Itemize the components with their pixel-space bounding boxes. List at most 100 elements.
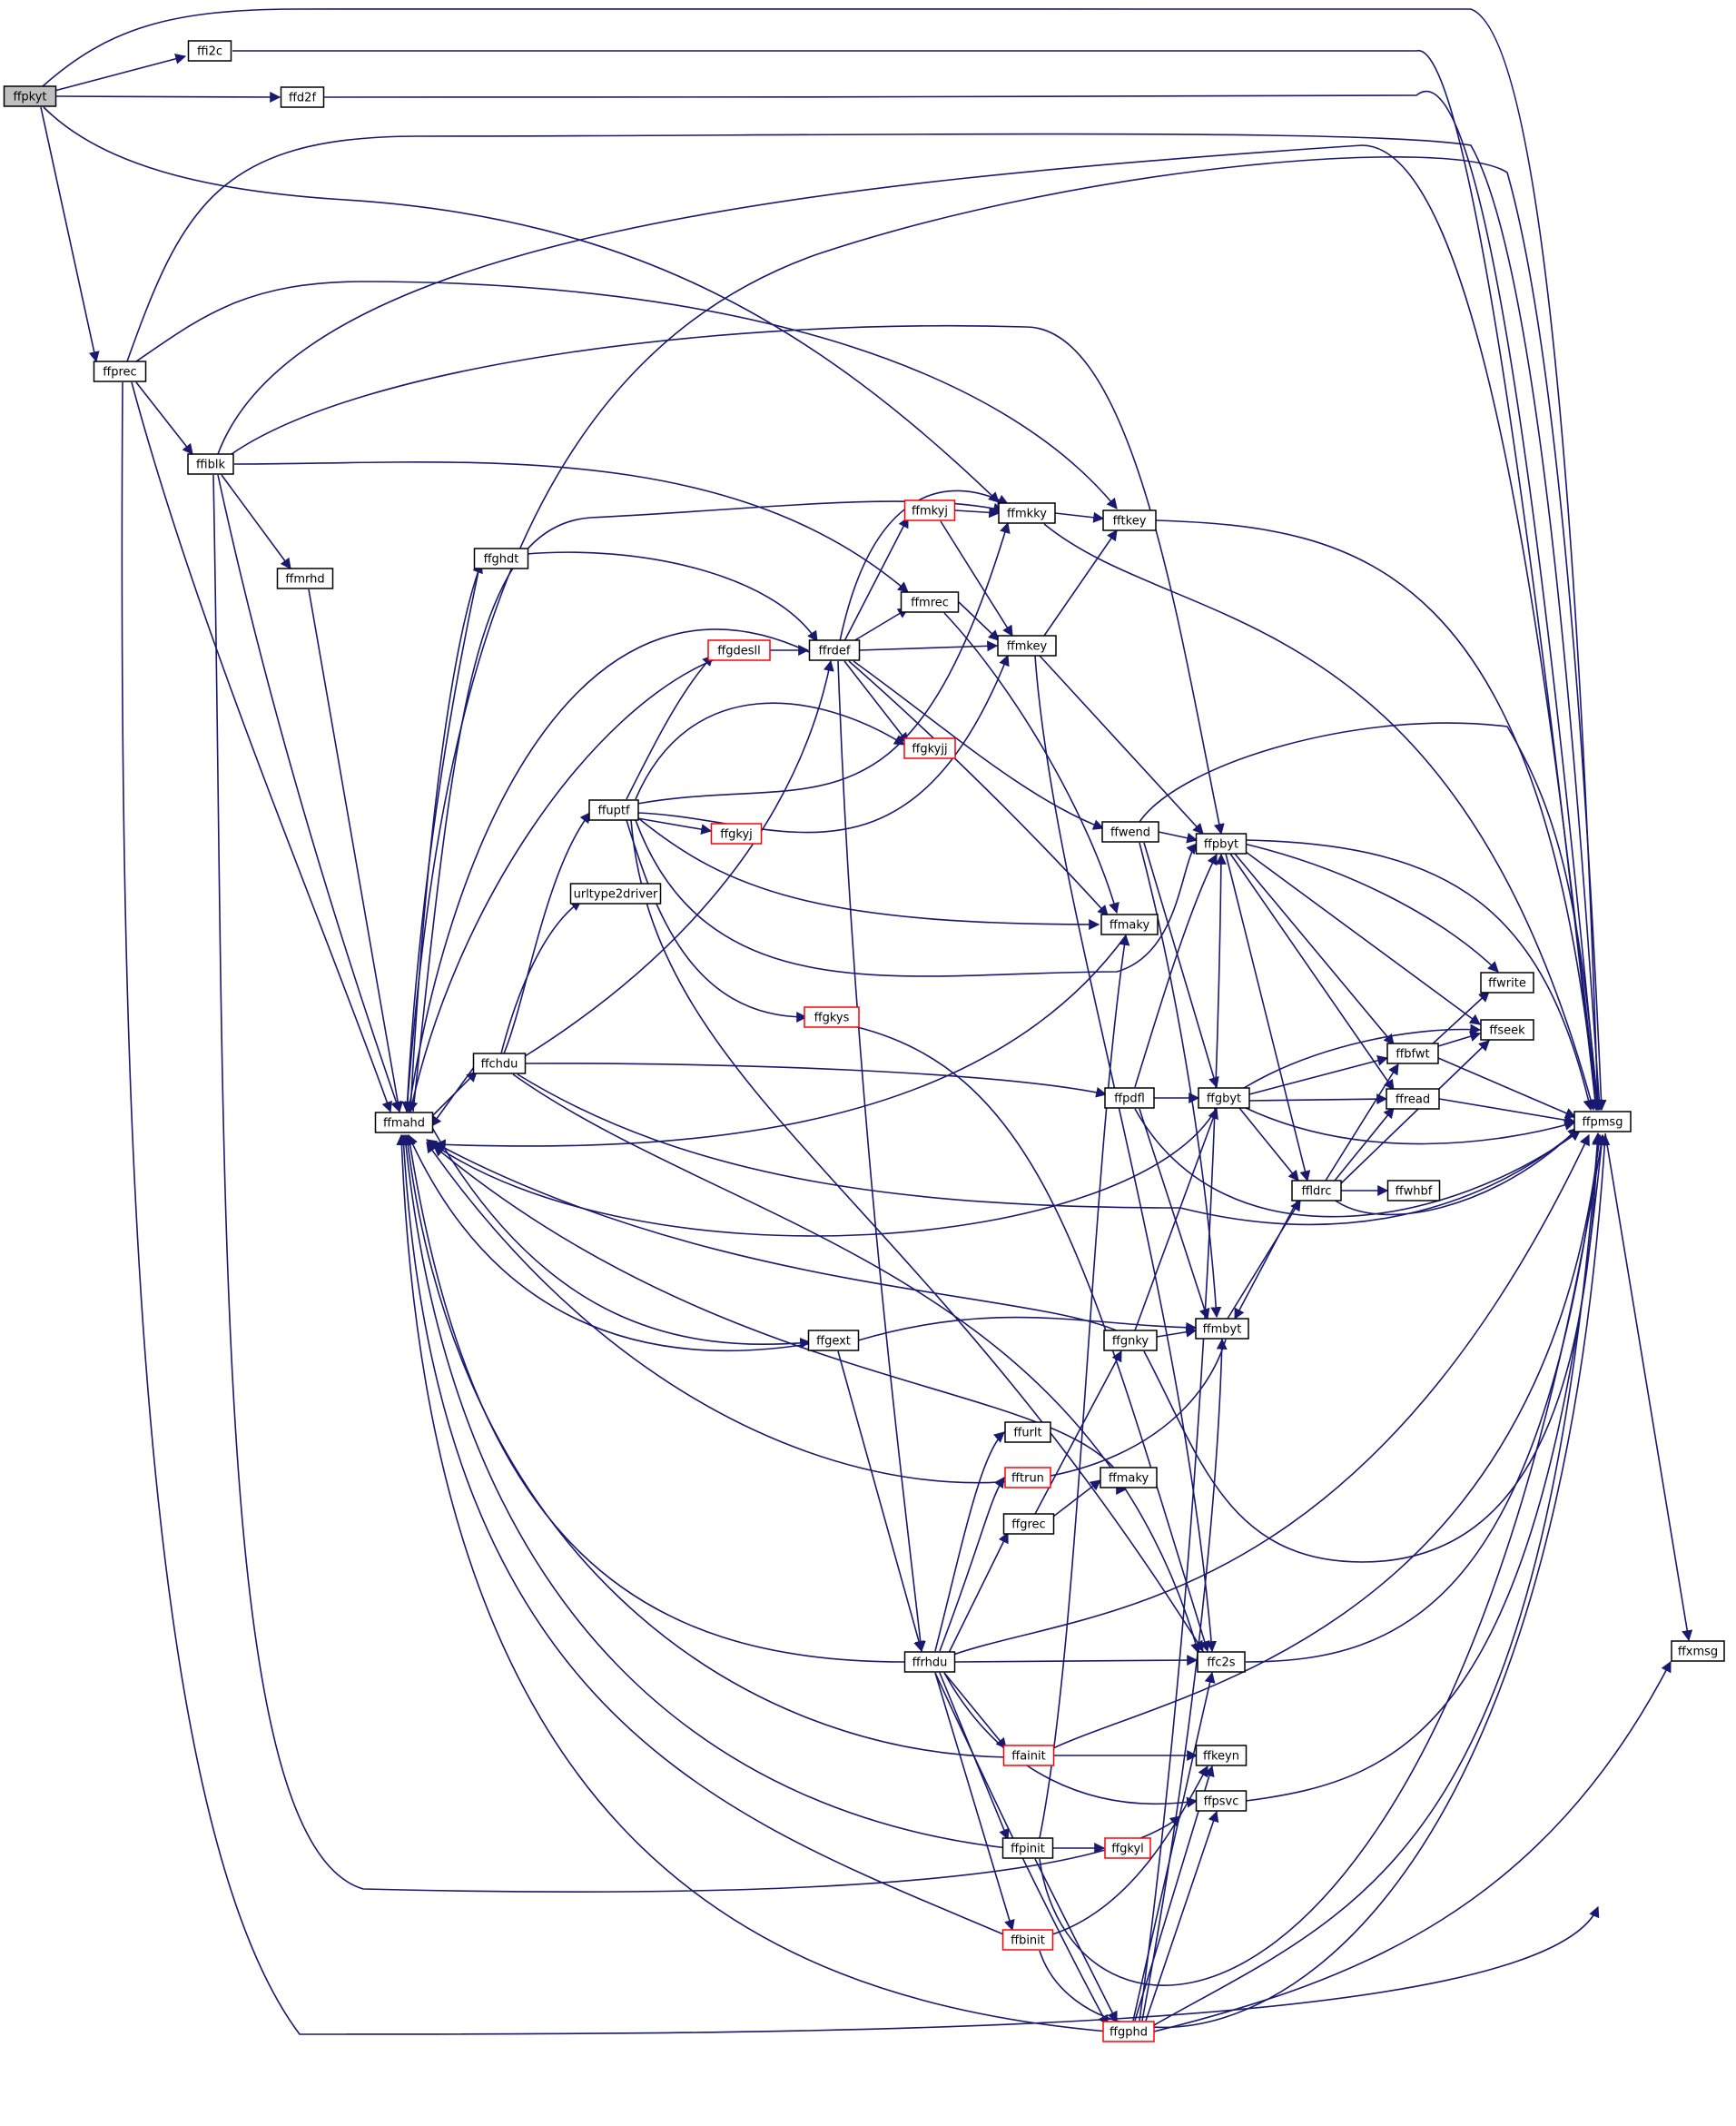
node-ffpinit[interactable]: ffpinit bbox=[1001, 1837, 1054, 1859]
edge-ffbfwt-to-ffseek bbox=[1437, 1031, 1482, 1047]
node-ffmrec[interactable]: ffmrec bbox=[900, 591, 960, 613]
node-ffgnky[interactable]: ffgnky bbox=[1103, 1330, 1158, 1351]
node-ffgext[interactable]: ffgext bbox=[807, 1330, 860, 1351]
edge-ffprec-to-ffpmsg bbox=[126, 133, 1605, 1112]
node-ffd2f[interactable]: ffd2f bbox=[280, 86, 325, 108]
edge-ffread-to-ffpmsg bbox=[1438, 1098, 1576, 1126]
node-label: ffprec bbox=[103, 366, 136, 380]
edge-ffuptf-to-ffgkys bbox=[626, 819, 808, 1023]
node-ffwrite[interactable]: ffwrite bbox=[1480, 972, 1534, 994]
node-ffc2s[interactable]: ffc2s bbox=[1197, 1651, 1246, 1673]
node-ffmkyj[interactable]: ffmkyj bbox=[903, 499, 956, 521]
edge-ffuptf-to-ffmaky1 bbox=[636, 816, 1100, 930]
node-ffgkyj[interactable]: ffgkyj bbox=[710, 823, 763, 845]
edge-ffgext-to-ffmbyt bbox=[857, 1316, 1198, 1341]
edge-ffmrec-to-ffmkey bbox=[958, 601, 1000, 641]
node-ffbfwt[interactable]: ffbfwt bbox=[1386, 1043, 1439, 1064]
node-box bbox=[187, 453, 234, 475]
edge-ffgnky-to-ffgbyt bbox=[1134, 1107, 1218, 1331]
node-label: ffgkys bbox=[814, 1012, 850, 1025]
edge-ffprec-to-ffiblk bbox=[135, 381, 193, 455]
node-label: ffpkyt bbox=[13, 91, 46, 104]
edge-ffuptf-to-ffmkky bbox=[636, 521, 1011, 805]
node-ffseek[interactable]: ffseek bbox=[1480, 1019, 1534, 1041]
node-urltype2driver[interactable]: urltype2driver bbox=[569, 883, 662, 905]
node-ffpbyt[interactable]: ffpbyt bbox=[1195, 833, 1248, 855]
node-box bbox=[807, 1330, 860, 1351]
edge-ffchdu-to-ffmahd bbox=[430, 1066, 475, 1127]
node-label: urltype2driver bbox=[574, 888, 658, 902]
node-box bbox=[1100, 1467, 1158, 1488]
node-label: ffuptf bbox=[597, 805, 630, 818]
node-label: ffmbyt bbox=[1203, 1323, 1242, 1337]
node-ffmaky2[interactable]: ffmaky bbox=[1100, 1467, 1158, 1488]
node-ffxmsg[interactable]: ffxmsg bbox=[1671, 1640, 1725, 1662]
node-ffmahd[interactable]: ffmahd bbox=[374, 1112, 434, 1133]
node-label: fftkey bbox=[1113, 515, 1147, 529]
edge-ffc2s-to-ffpmsg bbox=[1245, 1133, 1604, 1663]
node-ffurlt[interactable]: ffurlt bbox=[1004, 1421, 1051, 1443]
edge-ffpdfl-to-ffpmsg bbox=[1134, 1108, 1581, 1218]
node-box bbox=[473, 548, 529, 569]
node-ffi2c[interactable]: ffi2c bbox=[187, 40, 232, 62]
edge-ffchdu-to-ffpdfl bbox=[524, 1063, 1108, 1098]
node-ffghdt[interactable]: ffghdt bbox=[473, 548, 529, 569]
edge-ffainit-to-ffpmsg bbox=[1052, 1133, 1604, 1749]
node-ffmaky1[interactable]: ffmaky bbox=[1100, 914, 1159, 935]
node-box bbox=[1100, 914, 1159, 935]
edge-ffmrec-to-ffmaky1 bbox=[943, 612, 1120, 915]
node-ffbinit[interactable]: ffbinit bbox=[1001, 1929, 1054, 1951]
node-ffainit[interactable]: ffainit bbox=[1002, 1745, 1055, 1766]
node-box bbox=[280, 86, 325, 108]
node-ffgbyt[interactable]: ffgbyt bbox=[1198, 1087, 1250, 1109]
node-ffprec[interactable]: ffprec bbox=[93, 361, 147, 382]
edge-ffmrhd-to-ffmahd bbox=[308, 588, 404, 1113]
node-label: ffwend bbox=[1110, 826, 1150, 840]
edge-ffgphd-to-ffmbyt bbox=[1141, 1338, 1228, 2022]
node-ffmrhd[interactable]: ffmrhd bbox=[276, 568, 334, 589]
node-ffgkys[interactable]: ffgkys bbox=[804, 1006, 860, 1028]
node-ffkeyn[interactable]: ffkeyn bbox=[1195, 1745, 1248, 1766]
node-ffgkyjj[interactable]: ffgkyjj bbox=[903, 737, 956, 759]
node-ffpmsg[interactable]: ffpmsg bbox=[1573, 1111, 1632, 1132]
node-label: ffldrc bbox=[1301, 1185, 1331, 1199]
node-ffread[interactable]: ffread bbox=[1386, 1088, 1440, 1110]
node-ffgkyl[interactable]: ffgkyl bbox=[1104, 1837, 1151, 1859]
node-ffpsvc[interactable]: ffpsvc bbox=[1195, 1790, 1248, 1812]
node-ffuptf[interactable]: ffuptf bbox=[588, 799, 639, 821]
edge-ffi2c-to-ffpmsg bbox=[232, 50, 1601, 1112]
node-ffldrc[interactable]: ffldrc bbox=[1291, 1180, 1342, 1201]
node-ffpdfl[interactable]: ffpdfl bbox=[1104, 1087, 1155, 1109]
node-label: ffmkyj bbox=[912, 505, 948, 519]
node-ffgrec[interactable]: ffgrec bbox=[1002, 1513, 1055, 1535]
edge-ffuptf-to-ffc2s bbox=[630, 819, 1204, 1653]
node-fftkey[interactable]: fftkey bbox=[1102, 509, 1157, 531]
edge-ffwend-to-ffpbyt bbox=[1158, 831, 1198, 844]
edge-ffgphd-to-ffxmsg bbox=[1153, 1660, 1672, 2032]
edge-ffldrc-to-ffseek bbox=[1338, 1040, 1490, 1186]
node-ffgphd[interactable]: ffgphd bbox=[1102, 2021, 1155, 2042]
node-ffchdu[interactable]: ffchdu bbox=[472, 1053, 527, 1074]
edge-ffiblk-to-ffmrec bbox=[233, 461, 909, 593]
node-fftrun[interactable]: fftrun bbox=[1004, 1467, 1051, 1488]
node-ffmkey[interactable]: ffmkey bbox=[997, 635, 1057, 657]
node-label: ffc2s bbox=[1207, 1656, 1235, 1670]
node-ffwend[interactable]: ffwend bbox=[1101, 821, 1159, 843]
edge-ffbfwt-to-ffwrite bbox=[1429, 991, 1490, 1047]
node-ffrhdu[interactable]: ffrhdu bbox=[903, 1651, 956, 1673]
node-ffmkky[interactable]: ffmkky bbox=[998, 502, 1056, 524]
node-label: ffainit bbox=[1011, 1750, 1045, 1764]
node-ffwhbf[interactable]: ffwhbf bbox=[1386, 1180, 1441, 1201]
node-ffiblk[interactable]: ffiblk bbox=[187, 453, 234, 475]
node-ffgdesll[interactable]: ffgdesll bbox=[707, 639, 771, 661]
node-box bbox=[903, 1651, 956, 1673]
edge-ffmahd-to-ffmkky bbox=[412, 500, 1005, 1112]
node-ffmbyt[interactable]: ffmbyt bbox=[1195, 1318, 1249, 1340]
edge-ffgphd-to-ffmahd bbox=[396, 1133, 1109, 2032]
node-ffrdef[interactable]: ffrdef bbox=[808, 639, 861, 661]
edge-ffbinit-to-ffpmsg bbox=[1039, 1133, 1611, 2029]
edge-ffpkyt-to-ffprec bbox=[40, 106, 100, 363]
edge-ffchdu-to-ffrdef bbox=[521, 659, 834, 1059]
node-label: ffgbyt bbox=[1207, 1093, 1241, 1106]
node-ffpkyt[interactable]: ffpkyt bbox=[3, 85, 57, 107]
